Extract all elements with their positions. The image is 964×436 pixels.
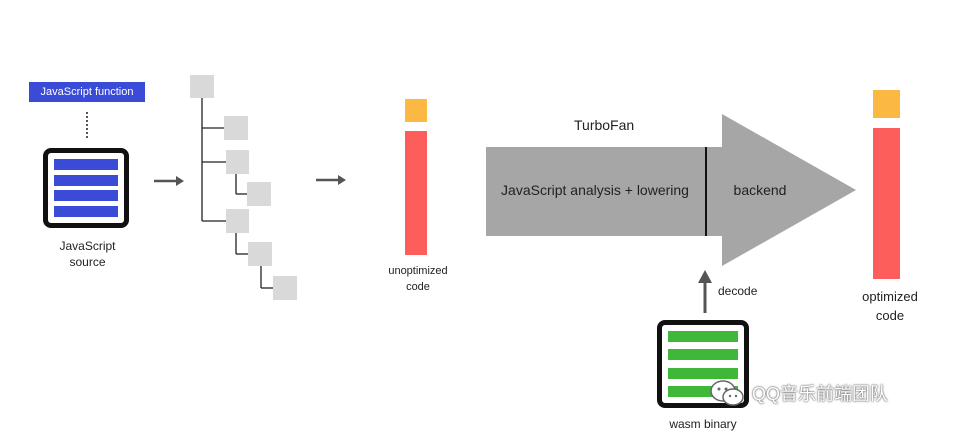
document-line [54,174,118,186]
backend-label: backend [733,182,787,198]
unoptimized-code-body [405,131,427,255]
turbofan-pipeline-arrow [486,114,856,266]
javascript-function-text: JavaScript function [40,86,134,98]
wasm-binary-label: wasm binary [669,417,737,431]
ast-node [224,116,248,140]
wechat-icon [710,380,744,406]
javascript-source-label: JavaScript source [40,238,135,270]
unoptimized-code-label: unoptimized code [375,263,461,295]
optimized-code-body [873,128,900,279]
unoptimized-code-label-line2: code [406,281,430,293]
optimized-code-label: optimized code [840,287,940,325]
document-line [54,159,118,170]
document-line [668,331,738,342]
ast-node [226,150,249,174]
javascript-source-label-line2: source [69,255,106,269]
document-line [668,367,738,379]
ast-node [248,242,272,266]
optimized-code-label-line2: code [875,308,905,323]
ast-node [190,75,214,98]
document-line [54,190,118,202]
arrow-right-icon [154,176,184,186]
watermark: QQ音乐前端团队 [708,378,888,408]
unoptimized-code-label-line1: unoptimized [388,265,448,277]
decode-label: decode [718,284,758,298]
ast-node [273,276,297,300]
javascript-source-document-icon [43,148,129,228]
arrow-up-icon [698,270,712,313]
ast-tree [201,98,273,289]
wasm-binary-document-icon [657,320,749,408]
optimized-code-header [873,90,900,118]
unoptimized-code-header [405,99,427,122]
ast-node [247,182,271,206]
document-line [668,349,738,361]
watermark-text: QQ音乐前端团队 [752,384,889,404]
document-line [54,205,118,217]
ast-node [226,209,249,233]
optimized-code-label-line1: optimized [862,289,918,304]
document-line [668,385,738,397]
javascript-source-label-line1: JavaScript [59,239,116,253]
javascript-function-label: JavaScript function [29,82,145,102]
analysis-lowering-label: JavaScript analysis + lowering [501,182,689,198]
turbofan-label: TurboFan [574,117,635,133]
dotted-connector [86,112,88,138]
arrow-right-icon [316,175,346,185]
